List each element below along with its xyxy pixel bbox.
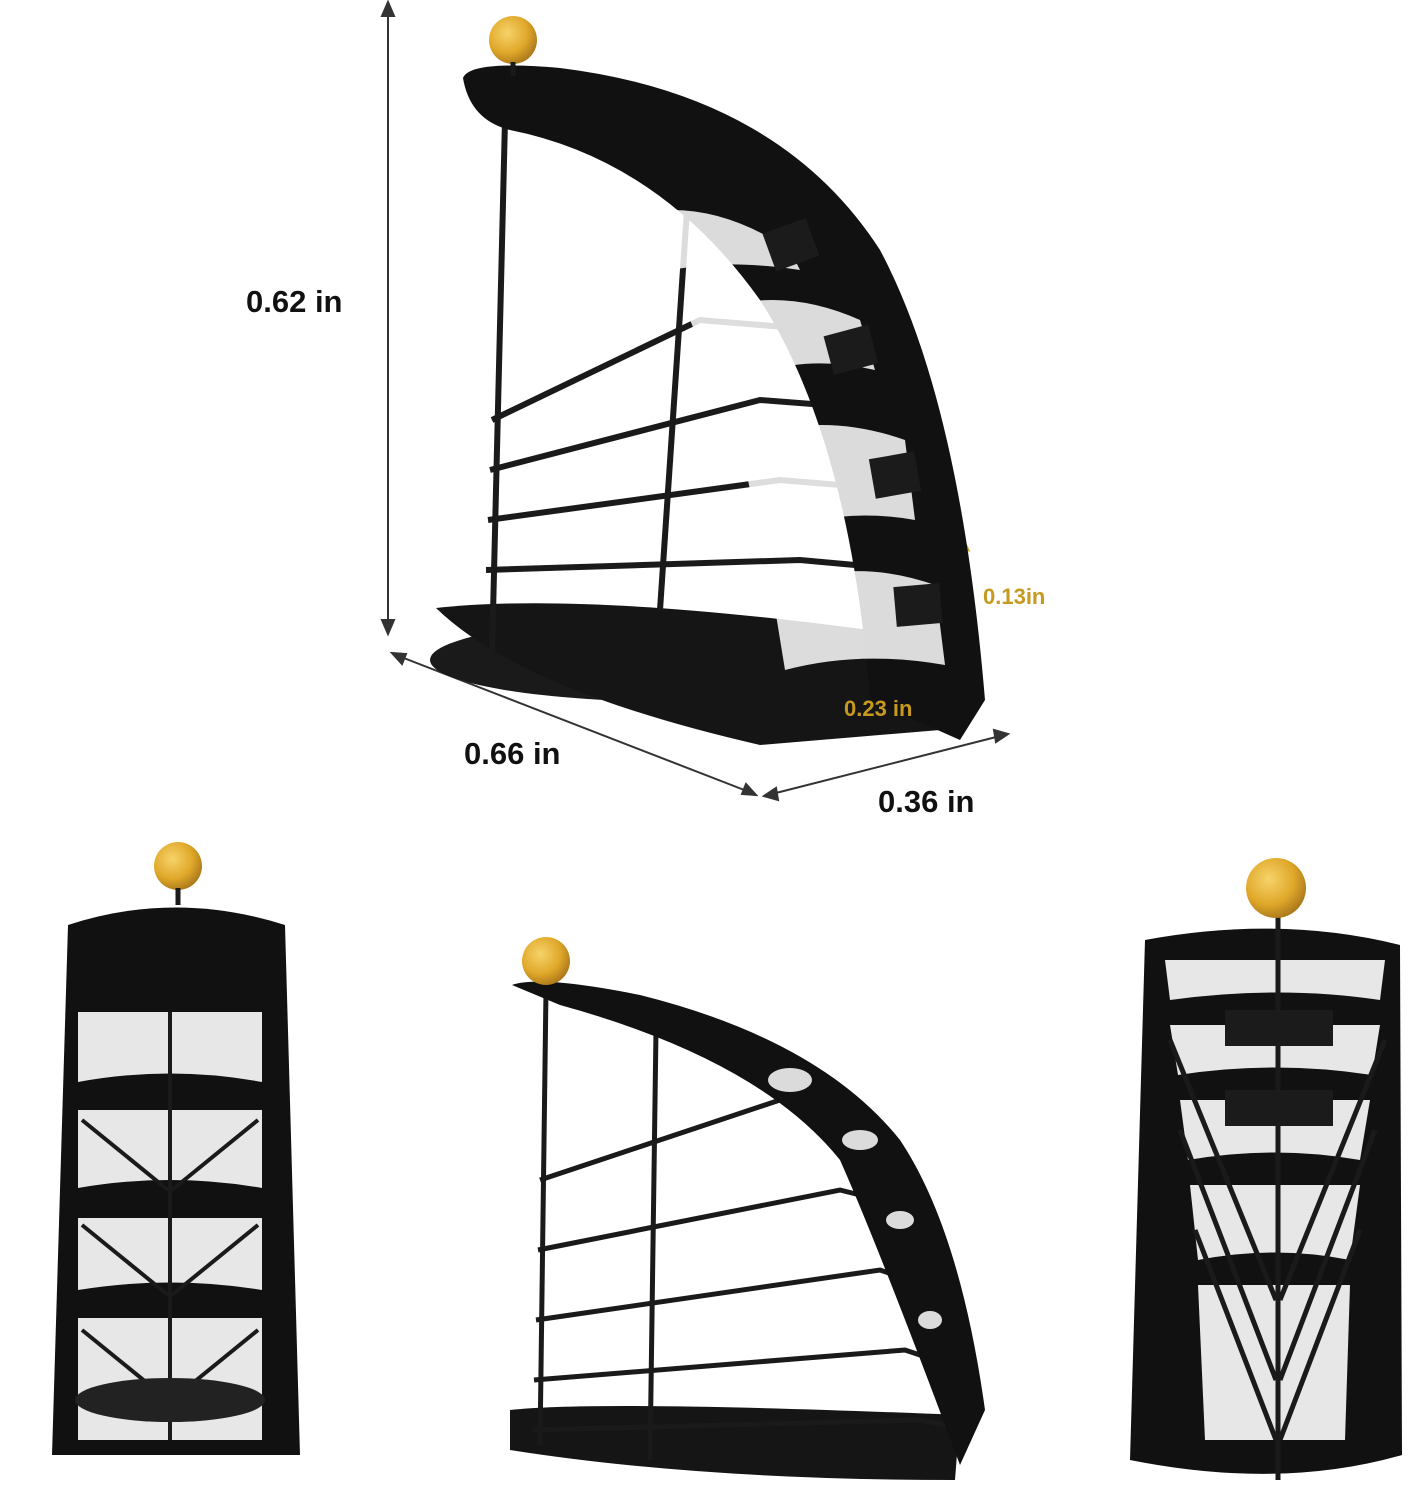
- knob-icon: [154, 842, 202, 890]
- width-dimension-label: 0.36 in: [878, 784, 975, 819]
- depth-dimension-label: 0.66 in: [464, 736, 561, 771]
- slot-height-label: 0.13in: [983, 584, 1046, 609]
- knob-icon: [1246, 858, 1306, 918]
- front-view: [52, 842, 300, 1455]
- slot-width-label: 0.23 in: [844, 696, 913, 721]
- knob-icon: [522, 937, 570, 985]
- back-view: [1130, 858, 1402, 1480]
- height-dimension-label: 0.62 in: [246, 284, 343, 319]
- knob-icon: [489, 16, 537, 64]
- side-view: [510, 937, 985, 1480]
- main-product-view: [430, 16, 985, 745]
